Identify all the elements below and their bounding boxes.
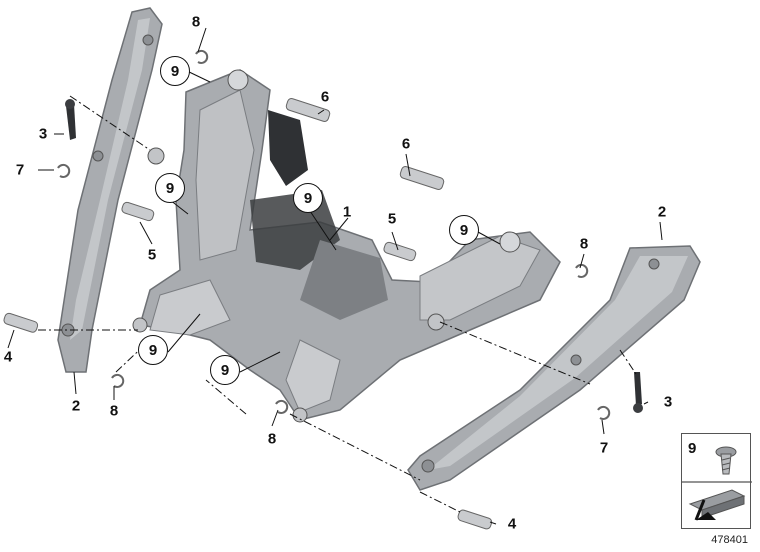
legend-part-number: 9 — [688, 440, 697, 457]
callout-9-circled: 9 — [155, 173, 185, 203]
callout-4: 4 — [3, 348, 13, 366]
callout-9-circled: 9 — [293, 183, 323, 213]
callout-9-circled: 9 — [160, 56, 190, 86]
diagram-id: 478401 — [711, 534, 748, 546]
callout-6: 6 — [401, 135, 411, 153]
legend-drawing — [682, 446, 752, 521]
callout-9-circled: 9 — [210, 355, 240, 385]
callout-3: 3 — [663, 393, 673, 411]
screw-icon — [715, 446, 737, 475]
callout-3: 3 — [38, 125, 48, 143]
callout-8: 8 — [191, 13, 201, 31]
callout-9-circled: 9 — [449, 215, 479, 245]
callout-1: 1 — [342, 203, 352, 221]
callout-7: 7 — [599, 439, 609, 457]
callout-8: 8 — [579, 235, 589, 253]
callout-5: 5 — [387, 210, 397, 228]
callout-9-circled: 9 — [138, 335, 168, 365]
callout-8: 8 — [109, 402, 119, 420]
legend-box: 9 — [681, 433, 752, 529]
callout-5: 5 — [147, 246, 157, 264]
callout-2: 2 — [71, 397, 81, 415]
callout-8: 8 — [267, 430, 277, 448]
orientation-arrow-icon — [688, 489, 746, 521]
callout-4: 4 — [507, 515, 517, 533]
callout-6: 6 — [320, 88, 330, 106]
callout-7: 7 — [15, 161, 25, 179]
callout-2: 2 — [657, 203, 667, 221]
